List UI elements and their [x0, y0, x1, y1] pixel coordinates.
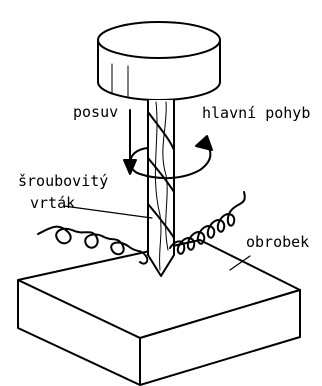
label-drill-line2: vrták [30, 194, 75, 212]
label-main-motion: hlavní pohyb [202, 104, 310, 122]
twist-drill [148, 100, 174, 276]
label-feed: posuv [73, 103, 118, 121]
spindle-chuck [98, 22, 220, 100]
label-drill-line1: šroubovitý [18, 172, 108, 190]
label-workpiece: obrobek [246, 233, 309, 251]
